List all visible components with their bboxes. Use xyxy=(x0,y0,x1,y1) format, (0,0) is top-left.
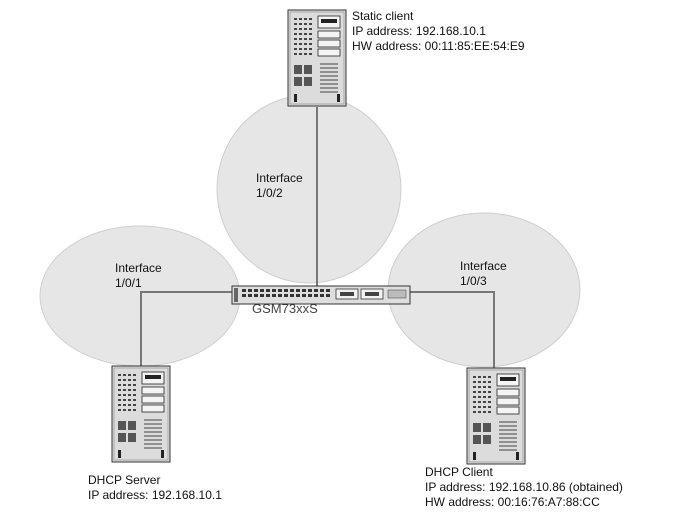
dhcp-server-info: DHCP Server IP address: 192.168.10.1 xyxy=(88,473,222,503)
dhcp-server-icon xyxy=(111,365,171,463)
static-client-ip: IP address: 192.168.10.1 xyxy=(352,24,486,38)
interface-label-line1: Interface xyxy=(115,261,162,275)
static-client-hw: HW address: 00:11:85:EE:54:E9 xyxy=(352,39,525,53)
lan-cloud-interface-1-0-3 xyxy=(387,212,581,368)
link-switch-to-dhcp-client xyxy=(410,291,495,370)
interface-1-0-3-label: Interface 1/0/3 xyxy=(460,259,507,289)
dhcp-client-name: DHCP Client xyxy=(425,465,493,479)
dhcp-client-hw: HW address: 00:16:76:A7:88:CC xyxy=(425,495,600,509)
link-switch-to-dhcp-server xyxy=(140,291,232,366)
dhcp-server-ip: IP address: 192.168.10.1 xyxy=(88,488,222,502)
switch xyxy=(231,285,411,305)
dhcp-client-server-icon xyxy=(466,367,526,465)
interface-label-line2: 1/0/3 xyxy=(460,274,487,288)
interface-1-0-1-label: Interface 1/0/1 xyxy=(115,261,162,291)
interface-label-line1: Interface xyxy=(256,171,303,185)
dhcp-client-info: DHCP Client IP address: 192.168.10.86 (o… xyxy=(425,465,623,510)
static-client-name: Static client xyxy=(352,9,414,23)
lan-cloud-interface-1-0-2 xyxy=(216,94,402,284)
interface-label-line2: 1/0/1 xyxy=(115,276,142,290)
dhcp-client-ip: IP address: 192.168.10.86 (obtained) xyxy=(425,480,623,494)
dhcp-server-name: DHCP Server xyxy=(88,473,161,487)
static-client-server-icon xyxy=(287,9,347,107)
interface-label-line2: 1/0/2 xyxy=(256,186,283,200)
static-client-info: Static client IP address: 192.168.10.1 H… xyxy=(352,9,525,54)
interface-1-0-2-label: Interface 1/0/2 xyxy=(256,171,303,201)
interface-label-line1: Interface xyxy=(460,259,507,273)
switch-model-label: GSM73xxS xyxy=(252,301,318,316)
